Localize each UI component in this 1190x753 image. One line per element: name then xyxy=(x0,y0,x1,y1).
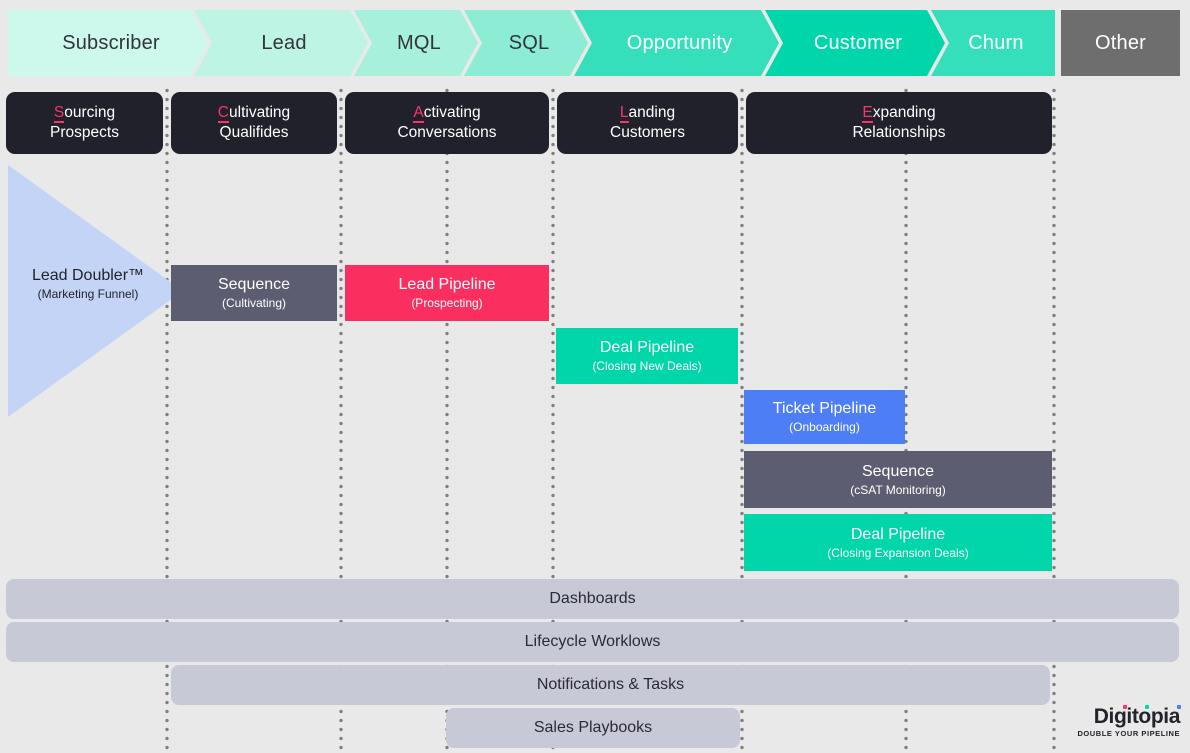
column-divider-5 xyxy=(740,86,744,753)
scale-card-rest: ultivating xyxy=(229,104,291,121)
scale-card-rest: ourcing xyxy=(64,104,116,121)
asset-ticket-pipeline-onboarding[interactable]: Ticket Pipeline (Onboarding) xyxy=(744,390,905,444)
scale-card-initial: E xyxy=(862,104,873,123)
lifecycle-stage-label: MQL xyxy=(397,31,441,54)
funnel-title: Lead Doubler™ xyxy=(31,267,145,284)
scale-card-line2: Customers xyxy=(610,124,685,141)
scale-card-line1: Sourcing xyxy=(53,103,116,123)
scale-card-landing[interactable]: Landing Customers xyxy=(557,92,738,154)
lifecycle-stage-mql[interactable]: MQL xyxy=(354,10,478,76)
scale-card-line1: Activating xyxy=(413,103,481,123)
asset-title: Ticket Pipeline xyxy=(772,400,877,417)
scale-card-initial: S xyxy=(53,104,65,123)
lifecycle-stage-customer[interactable]: Customer xyxy=(765,10,945,76)
funnel-subtitle: (Marketing Funnel) xyxy=(37,287,139,301)
column-divider-3 xyxy=(445,86,449,753)
lead-doubler-funnel-label: Lead Doubler™ (Marketing Funnel) xyxy=(8,265,168,302)
lifecycle-stage-label: SQL xyxy=(508,31,550,54)
asset-subtitle: (Prospecting) xyxy=(411,296,483,310)
capability-label: Dashboards xyxy=(549,590,636,607)
capability-lifecycle-workflows[interactable]: Lifecycle Worklows xyxy=(6,622,1179,662)
asset-lead-pipeline-prospecting[interactable]: Lead Pipeline (Prospecting) xyxy=(345,265,549,321)
asset-title: Deal Pipeline xyxy=(599,339,695,356)
capability-sales-playbooks[interactable]: Sales Playbooks xyxy=(446,708,740,748)
scale-card-initial: C xyxy=(217,104,229,123)
asset-subtitle: (cSAT Monitoring) xyxy=(850,482,946,497)
column-divider-1 xyxy=(165,86,169,753)
logo-tagline: DOUBLE YOUR PIPELINE xyxy=(1077,729,1180,738)
logo-dot-2 xyxy=(1144,705,1149,709)
logo-dot-1 xyxy=(1122,705,1127,709)
column-divider-7 xyxy=(1052,86,1056,753)
lifecycle-stage-sql[interactable]: SQL xyxy=(464,10,588,76)
scale-card-line1: Cultivating xyxy=(217,103,291,123)
scale-card-line2: Conversations xyxy=(397,124,497,141)
scale-card-line1: Expanding xyxy=(862,103,936,123)
lifecycle-stage-churn[interactable]: Churn xyxy=(931,10,1055,76)
scale-card-rest: xpanding xyxy=(872,104,936,121)
logo-dot-3 xyxy=(1176,705,1181,709)
asset-subtitle: (Cultivating) xyxy=(221,296,287,310)
lifecycle-stage-lead[interactable]: Lead xyxy=(194,10,368,76)
capability-label: Notifications & Tasks xyxy=(536,676,685,693)
scale-card-line2: Prospects xyxy=(50,124,119,141)
logo-wordmark-text: Digitopia xyxy=(1093,705,1181,728)
logo-wordmark: Digitopia xyxy=(1093,705,1181,728)
asset-deal-pipeline-expansion-deals[interactable]: Deal Pipeline (Closing Expansion Deals) xyxy=(744,514,1052,571)
capability-label: Sales Playbooks xyxy=(533,719,653,736)
asset-title: Deal Pipeline xyxy=(850,525,946,543)
lifecycle-stage-label: Subscriber xyxy=(62,31,160,54)
asset-title: Sequence xyxy=(217,276,291,293)
lifecycle-stage-label: Lead xyxy=(261,31,307,54)
lifecycle-stage-label: Other xyxy=(1094,31,1147,54)
capability-notifications-tasks[interactable]: Notifications & Tasks xyxy=(171,665,1050,705)
scale-card-cultivating[interactable]: Cultivating Qualifides xyxy=(171,92,337,154)
column-divider-4 xyxy=(551,86,555,753)
asset-title: Sequence xyxy=(861,462,935,480)
lifecycle-stage-other[interactable]: Other xyxy=(1061,10,1180,76)
asset-subtitle: (Closing Expansion Deals) xyxy=(827,545,969,560)
capability-label: Lifecycle Worklows xyxy=(524,633,661,650)
asset-sequence-csat-monitoring[interactable]: Sequence (cSAT Monitoring) xyxy=(744,451,1052,508)
lifecycle-stage-label: Opportunity xyxy=(626,31,733,54)
column-divider-6 xyxy=(904,86,908,753)
asset-subtitle: (Closing New Deals) xyxy=(592,359,702,373)
capability-dashboards[interactable]: Dashboards xyxy=(6,579,1179,619)
scale-card-rest: ctivating xyxy=(423,104,481,121)
scale-card-line2: Qualifides xyxy=(219,124,289,141)
scale-card-line1: Landing xyxy=(619,103,676,123)
lifecycle-stage-subscriber[interactable]: Subscriber xyxy=(8,10,208,76)
lifecycle-stage-label: Churn xyxy=(968,31,1024,54)
column-divider-2 xyxy=(339,86,343,753)
scale-card-sourcing[interactable]: Sourcing Prospects xyxy=(6,92,163,154)
asset-deal-pipeline-new-deals[interactable]: Deal Pipeline (Closing New Deals) xyxy=(556,328,738,384)
asset-sequence-cultivating[interactable]: Sequence (Cultivating) xyxy=(171,265,337,321)
asset-subtitle: (Onboarding) xyxy=(789,420,860,434)
scale-card-initial: A xyxy=(413,104,424,123)
digitopia-logo: Digitopia DOUBLE YOUR PIPELINE xyxy=(1077,705,1181,739)
asset-title: Lead Pipeline xyxy=(398,276,496,293)
scale-card-line2: Relationships xyxy=(852,124,946,141)
scale-card-activating[interactable]: Activating Conversations xyxy=(345,92,549,154)
scale-card-initial: L xyxy=(619,104,629,123)
scale-card-rest: anding xyxy=(628,104,676,121)
lifecycle-stage-opportunity[interactable]: Opportunity xyxy=(574,10,779,76)
lifecycle-stage-label: Customer xyxy=(813,31,903,54)
scale-card-expanding[interactable]: Expanding Relationships xyxy=(746,92,1052,154)
